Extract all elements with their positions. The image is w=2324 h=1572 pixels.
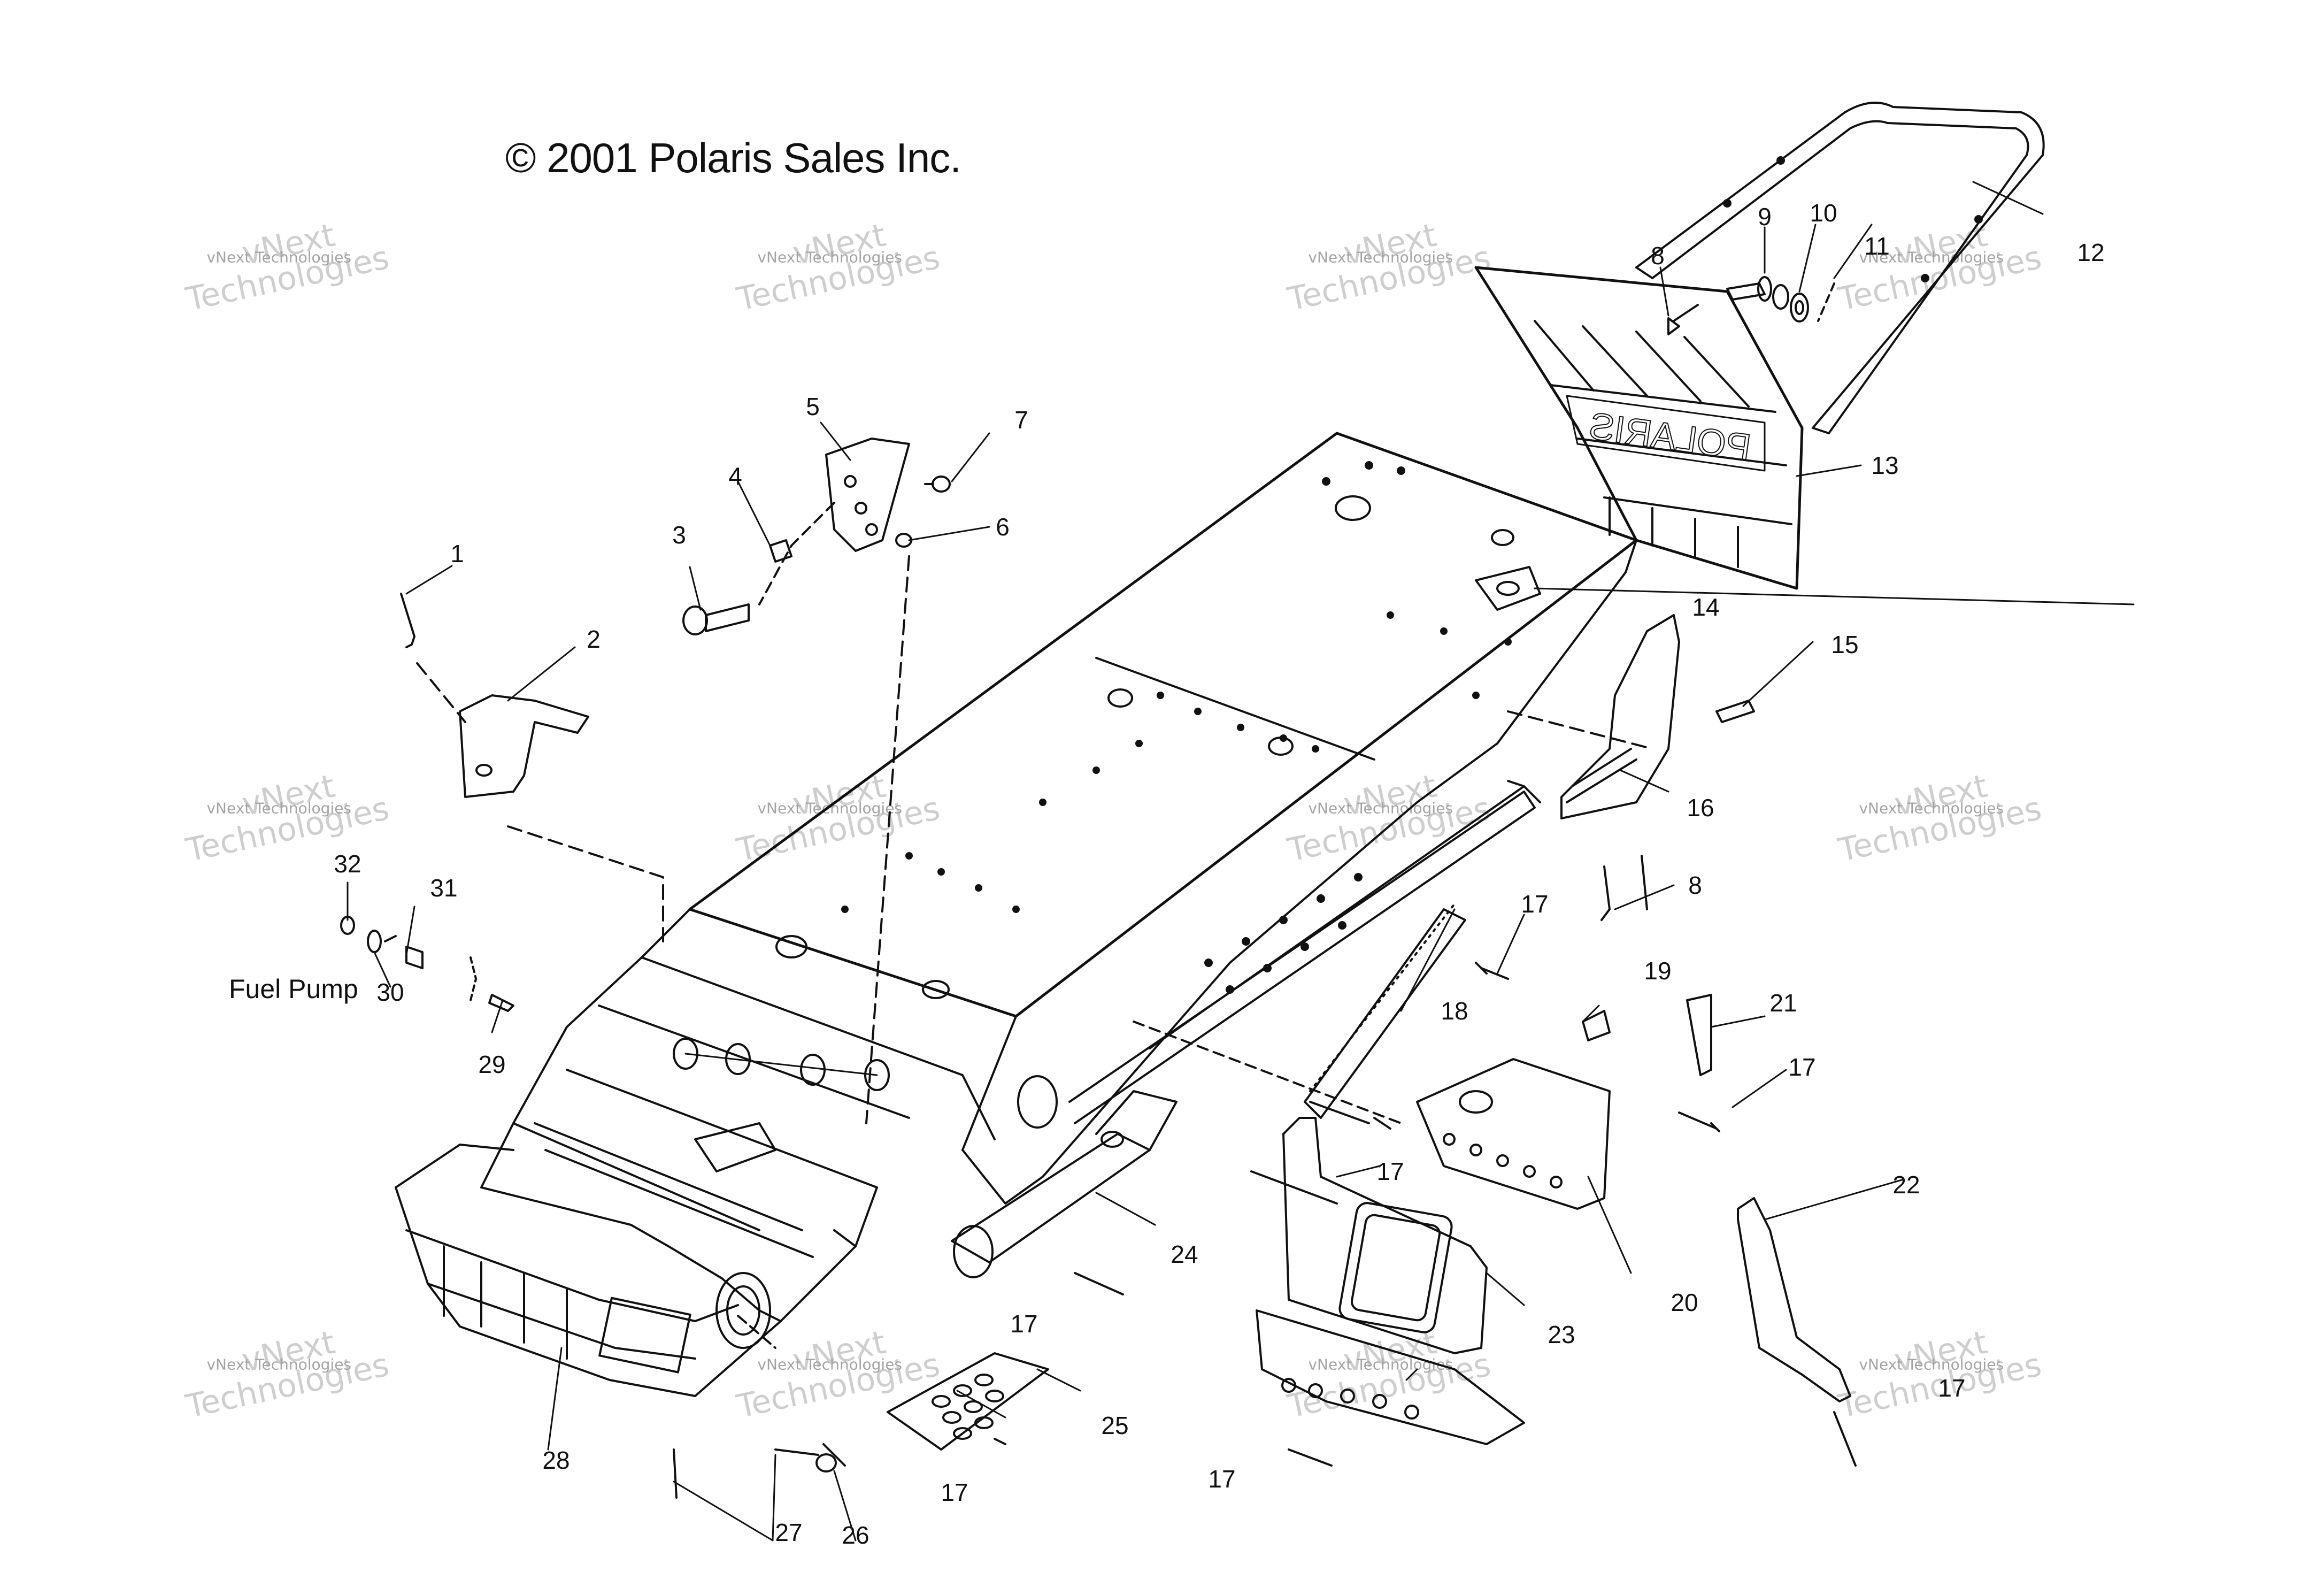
callout-label: 27: [775, 1519, 803, 1546]
callout-label: 24: [1171, 1240, 1198, 1268]
front-bulkhead: [395, 908, 1058, 1397]
side-rail: [1304, 903, 1466, 1119]
leader-lines: [347, 181, 2135, 1542]
callout-label: 17: [1208, 1465, 1236, 1493]
callout-label: 17: [941, 1478, 968, 1506]
fuel-pump-hardware: [340, 916, 514, 1012]
callout-label: 5: [806, 393, 820, 420]
callout-label: 7: [1014, 406, 1028, 434]
svg-text:POLARIS: POLARIS: [1587, 404, 1753, 468]
chassis-tunnel: [688, 432, 1638, 1205]
callout-label: 29: [478, 1050, 506, 1078]
snowflap: [1560, 614, 1755, 819]
callout-label: 17: [1010, 1310, 1038, 1338]
callout-label: 6: [996, 513, 1010, 541]
callout-label: 10: [1810, 199, 1837, 227]
skid-plate: [887, 1352, 1049, 1451]
callout-label: 30: [376, 978, 404, 1006]
callout-label: 17: [1788, 1053, 1816, 1081]
callout-label: 19: [1644, 957, 1672, 985]
callout-label: 17: [1938, 1374, 1966, 1402]
fuel-pump-label: Fuel Pump: [229, 974, 358, 1004]
callout-label: 23: [1548, 1321, 1575, 1348]
callout-label: 13: [1871, 451, 1899, 479]
callout-label: 8: [1651, 242, 1665, 270]
callout-label: 32: [334, 850, 361, 878]
flap-hardware: [1667, 276, 1835, 335]
rear-flap: POLARIS: [1474, 266, 1804, 590]
callout-label: 2: [587, 625, 601, 653]
callout-label: 17: [1376, 1157, 1404, 1185]
tunnel-bracket: [1475, 566, 1541, 611]
callout-label: 14: [1692, 593, 1720, 621]
callout-label: 11: [1864, 232, 1890, 260]
side-panel: [1256, 1117, 1525, 1445]
callout-label: 3: [672, 521, 686, 549]
callout-label: 28: [542, 1446, 570, 1474]
callout-label: 26: [842, 1521, 869, 1549]
callout-label: 17: [1521, 890, 1549, 918]
callout-label: 18: [1441, 997, 1468, 1025]
crossbar: [951, 1090, 1178, 1263]
callout-label: 8: [1688, 871, 1702, 899]
steering-bracket: [400, 593, 664, 942]
steering-support: [682, 438, 951, 1124]
callout-label: 12: [2077, 239, 2105, 266]
callout-label: 9: [1758, 203, 1772, 231]
callout-label: 31: [430, 874, 458, 902]
copyright-notice: © 2001 Polaris Sales Inc.: [505, 134, 961, 181]
callout-label: 22: [1892, 1171, 1920, 1199]
callout-label: 20: [1671, 1289, 1698, 1316]
callout-label: 15: [1831, 631, 1859, 658]
fasteners: [673, 710, 1857, 1499]
rear-bumper: [1737, 1197, 1851, 1402]
callout-label: 4: [728, 462, 742, 490]
bumper-bracket: [1416, 1058, 1611, 1210]
callout-label: 21: [1769, 989, 1797, 1017]
callout-label: 25: [1101, 1412, 1129, 1439]
callout-label: 16: [1687, 794, 1714, 822]
callout-label: 1: [450, 540, 464, 568]
rear-grab-bar: [1635, 102, 2045, 434]
